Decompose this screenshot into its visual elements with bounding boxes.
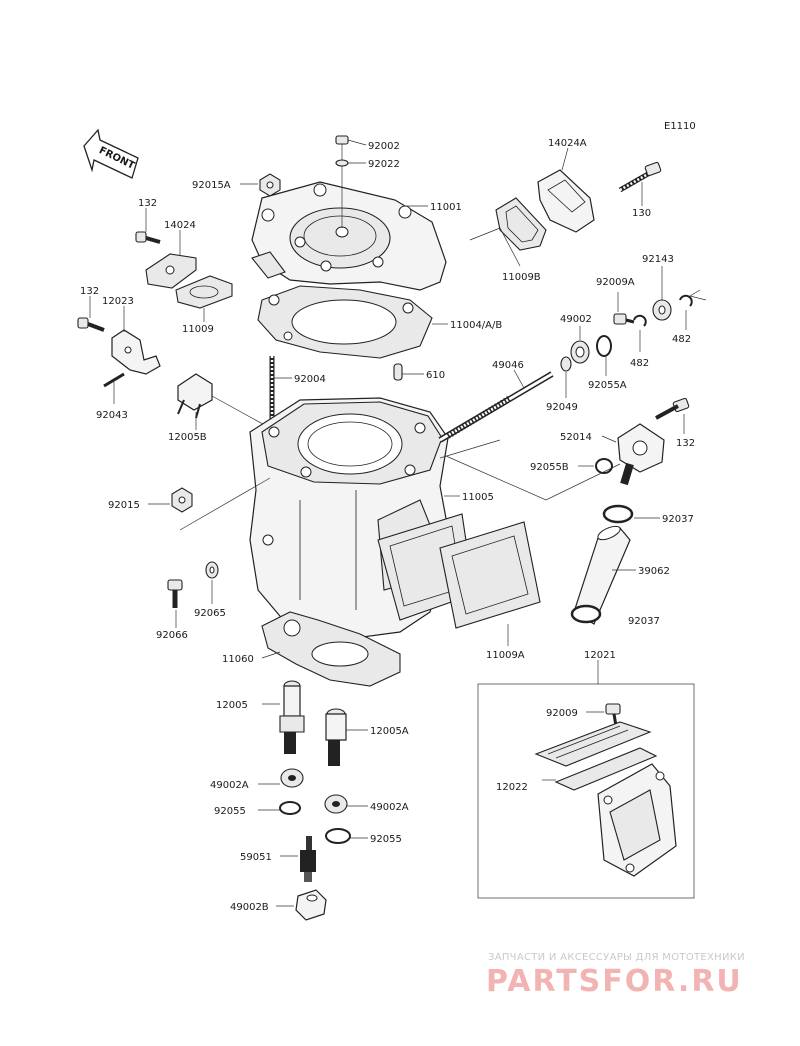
head-gasket-11004	[257, 285, 433, 359]
label-12005A: 12005A	[370, 726, 409, 737]
label-59051: 59051	[240, 852, 272, 863]
label-49002A-a: 49002A	[210, 780, 249, 791]
label-92002: 92002	[368, 141, 400, 152]
label-39062: 39062	[638, 566, 670, 577]
clamp-92037-a	[602, 504, 634, 524]
label-14024A: 14024A	[548, 138, 587, 149]
gasket-11009	[175, 275, 233, 309]
watermark-tagline: ЗАПЧАСТИ И АКСЕССУАРЫ ДЛЯ МОТОТЕХНИКИ	[488, 952, 745, 963]
label-92043: 92043	[96, 410, 128, 421]
label-92009A: 92009A	[596, 277, 635, 288]
label-92065: 92065	[194, 608, 226, 619]
base-gasket-11060	[261, 611, 401, 687]
valve-12005A	[325, 708, 347, 766]
label-482-left: 482	[630, 358, 649, 369]
bracket-12023	[111, 329, 161, 375]
label-11009B: 11009B	[502, 272, 541, 283]
label-130: 130	[632, 208, 651, 219]
label-12023: 12023	[102, 296, 134, 307]
label-92015: 92015	[108, 500, 140, 511]
label-92055B: 92055B	[530, 462, 569, 473]
label-11060: 11060	[222, 654, 254, 665]
cylinder-head-11001	[251, 181, 447, 291]
label-11009A: 11009A	[486, 650, 525, 661]
front-arrow-icon: FRONT	[83, 128, 139, 179]
hose-39062	[573, 525, 631, 625]
label-92015A: 92015A	[192, 180, 231, 191]
label-482-right: 482	[672, 334, 691, 345]
label-92022: 92022	[368, 159, 400, 170]
label-12022: 12022	[496, 782, 528, 793]
label-49002: 49002	[560, 314, 592, 325]
label-49002A-b: 49002A	[370, 802, 409, 813]
shaft-59051	[300, 836, 316, 882]
label-92055-b: 92055	[370, 834, 402, 845]
label-92037-b: 92037	[628, 616, 660, 627]
label-49002B: 49002B	[230, 902, 269, 913]
bolt-132-top	[135, 231, 161, 244]
label-12021: 12021	[584, 650, 616, 661]
cover-52014	[617, 423, 665, 486]
washer-92065	[205, 561, 219, 579]
o-ring-92055-a	[279, 801, 301, 815]
label-12005B: 12005B	[168, 432, 207, 443]
label-132-right: 132	[676, 438, 695, 449]
label-52014: 52014	[560, 432, 592, 443]
label-49046: 49046	[492, 360, 524, 371]
label-11004AB: 11004/A/B	[450, 320, 502, 331]
label-132-left: 132	[80, 286, 99, 297]
cover-14024A	[537, 169, 595, 233]
label-92055-a: 92055	[214, 806, 246, 817]
dowel-pin-610	[393, 363, 403, 381]
shaft-49046	[438, 371, 554, 443]
seal-49002A-b	[324, 794, 348, 814]
collar-92143	[652, 299, 672, 321]
bolt-130	[618, 161, 662, 193]
diagram-code: E1110	[664, 121, 696, 132]
seal-49002	[570, 340, 590, 364]
label-132-top: 132	[138, 198, 157, 209]
washer-92049	[560, 356, 572, 372]
clip-482-a	[679, 294, 693, 307]
gasket-11009A	[377, 513, 541, 629]
label-92004: 92004	[294, 374, 326, 385]
label-14024: 14024	[164, 220, 196, 231]
label-92143: 92143	[642, 254, 674, 265]
bolt-92066	[167, 579, 183, 608]
bolt-132-left	[77, 317, 105, 332]
clip-482-b	[633, 314, 647, 327]
label-92049: 92049	[546, 402, 578, 413]
clamp-92037-b	[570, 604, 602, 624]
o-ring-92055-b	[325, 828, 351, 844]
label-11005: 11005	[462, 492, 494, 503]
label-610: 610	[426, 370, 445, 381]
label-92009: 92009	[546, 708, 578, 719]
label-11009: 11009	[182, 324, 214, 335]
seal-49002A-a	[280, 768, 304, 788]
washer-92022	[335, 159, 349, 167]
pin-92043	[103, 372, 125, 388]
reed-block-12021	[597, 763, 677, 877]
screw-92009A	[613, 313, 635, 325]
plate-14024	[145, 253, 197, 289]
label-92066: 92066	[156, 630, 188, 641]
nut-92015A	[259, 173, 281, 197]
label-12005: 12005	[216, 700, 248, 711]
cap-49002B	[295, 889, 327, 921]
valve-12005	[279, 680, 305, 754]
watermark-logo: PARTSFOR.RU	[486, 964, 743, 999]
o-ring-92055A	[596, 335, 612, 357]
gasket-11009B	[495, 197, 547, 251]
switch-12005B	[177, 373, 213, 419]
label-92037-a: 92037	[662, 514, 694, 525]
bolt-132-right	[655, 397, 690, 420]
nut-92015	[171, 487, 193, 513]
reed-valve-box	[477, 683, 695, 899]
label-11001: 11001	[430, 202, 462, 213]
bolt-92002	[335, 135, 349, 145]
reed-valve-12022	[534, 721, 658, 791]
label-92055A: 92055A	[588, 380, 627, 391]
o-ring-92055B	[595, 458, 613, 474]
